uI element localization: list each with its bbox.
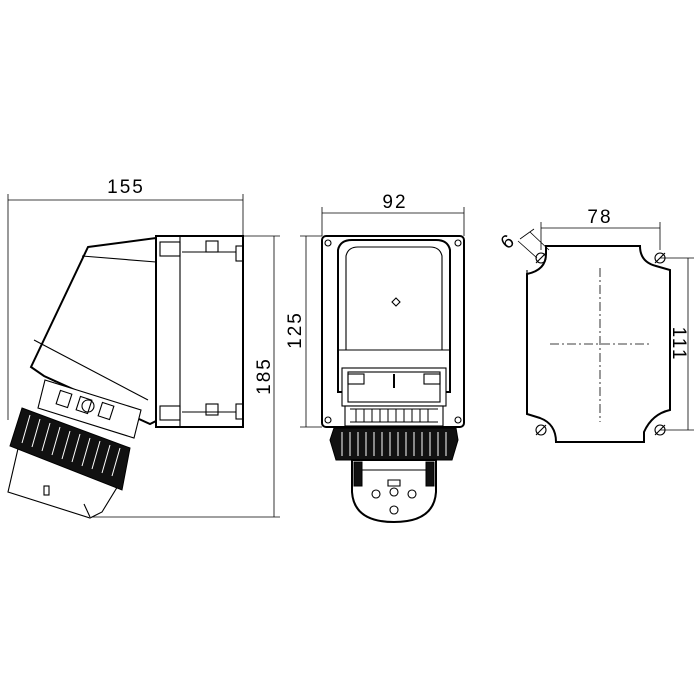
mount-hole <box>535 424 547 436</box>
mount-plate <box>526 245 671 443</box>
mounting-view: 78 6 111 <box>497 207 694 443</box>
mount-hole <box>535 252 547 264</box>
mount-hole <box>654 424 666 436</box>
mount-hole <box>654 252 666 264</box>
dim-mount-width: 78 <box>540 207 661 250</box>
label-mount-width: 78 <box>587 207 612 228</box>
label-front-height: 125 <box>285 311 306 349</box>
label-mount-height: 111 <box>668 327 689 362</box>
side-lock-ring <box>9 407 131 491</box>
dim-side-height: 185 <box>88 235 280 518</box>
label-front-width: 92 <box>382 192 407 213</box>
front-hood <box>337 239 451 393</box>
front-plug-face <box>351 459 437 524</box>
label-side-height: 185 <box>254 357 275 395</box>
label-side-width: 155 <box>107 177 145 198</box>
label-hole-size: 6 <box>497 230 520 254</box>
dim-front-width: 92 <box>321 192 465 236</box>
front-view: 92 125 <box>285 192 465 524</box>
front-plate <box>321 235 465 428</box>
dim-mount-height: 111 <box>660 257 694 431</box>
dim-side-width: 155 <box>7 177 244 420</box>
side-housing <box>29 236 157 426</box>
side-box <box>155 235 244 428</box>
front-lock-ring <box>329 427 459 461</box>
side-view: 155 185 <box>7 177 280 519</box>
dim-front-height: 125 <box>285 235 322 428</box>
